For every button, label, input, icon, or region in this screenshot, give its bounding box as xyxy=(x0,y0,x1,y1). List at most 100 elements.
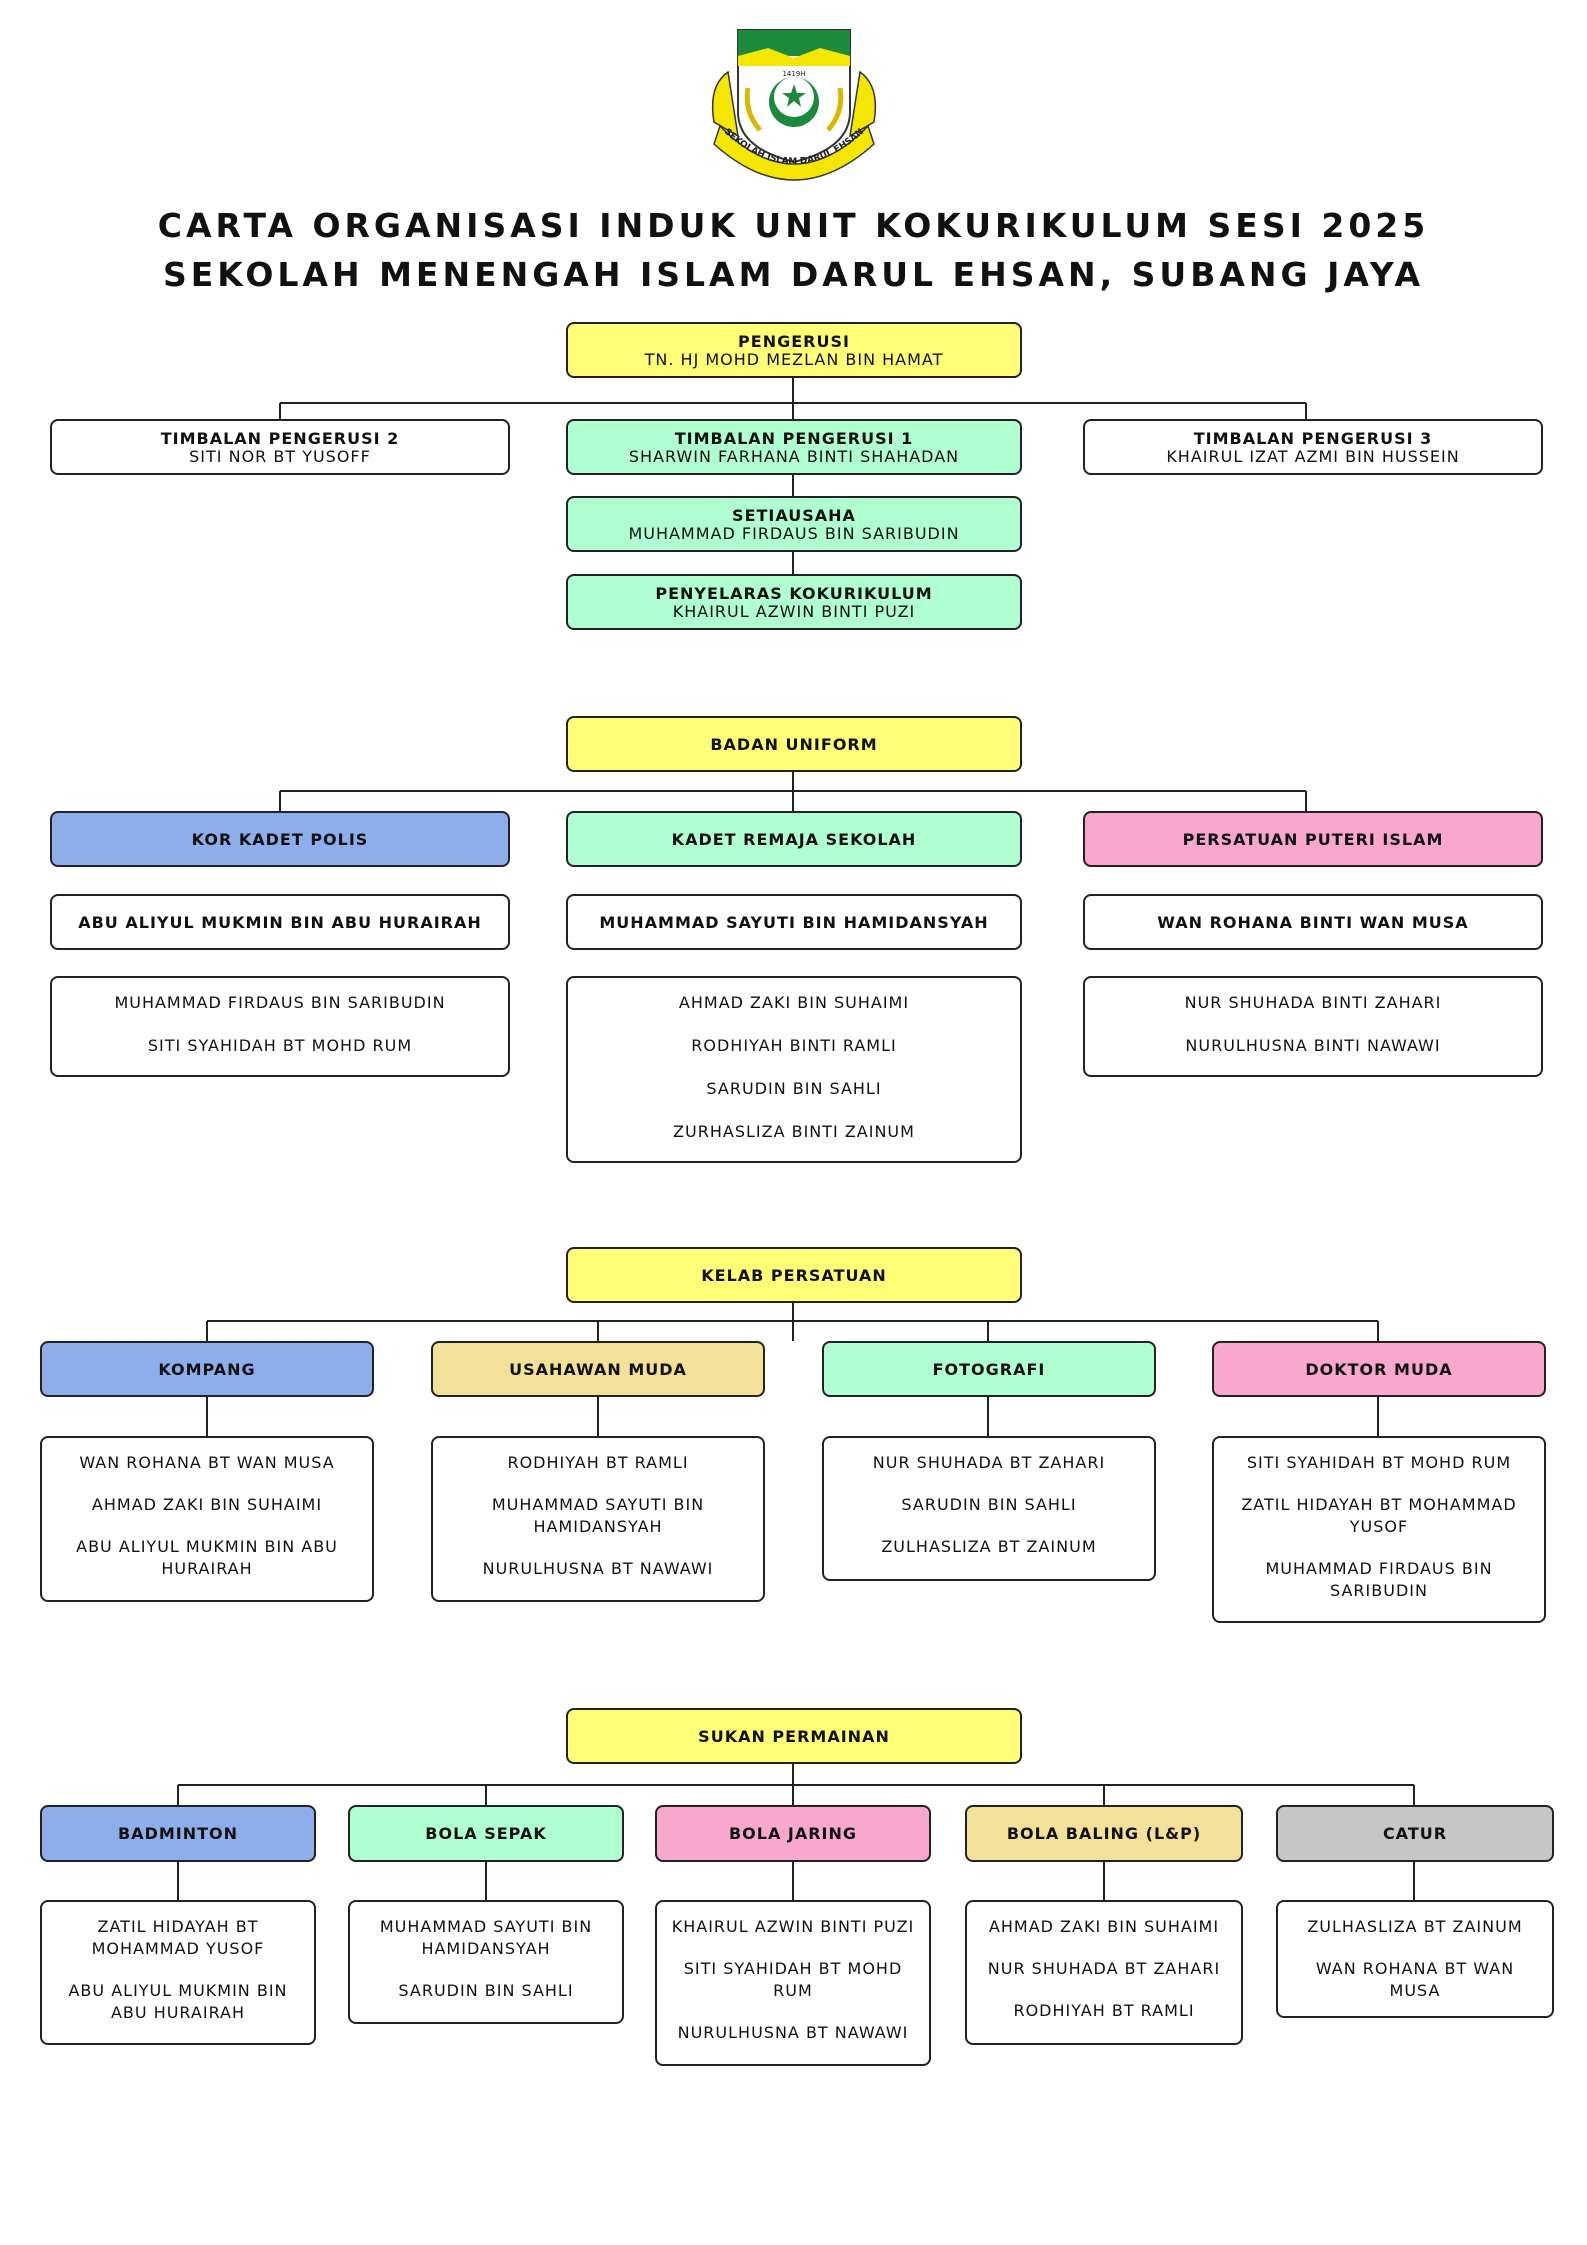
unit-head-name: WAN ROHANA BINTI WAN MUSA xyxy=(1157,912,1469,932)
coordinator-name: KHAIRUL AZWIN BINTI PUZI xyxy=(672,601,916,621)
member-name: MUHAMMAD FIRDAUS BIN SARIBUDIN xyxy=(114,993,446,1012)
sport-members-bola-sepak: MUHAMMAD SAYUTI BIN HAMIDANSYAH SARUDIN … xyxy=(348,1900,624,2024)
member-name: WAN ROHANA BT WAN MUSA xyxy=(1315,1959,1515,2000)
deputy1-name: SHARWIN FARHANA BINTI SHAHADAN xyxy=(628,446,960,466)
unit-name: FOTOGRAFI xyxy=(932,1359,1046,1379)
member-name: RODHIYAH BINTI RAMLI xyxy=(691,1036,897,1055)
sport-unit-bola-baling: BOLA BALING (L&P) xyxy=(965,1805,1243,1862)
unit-name: PERSATUAN PUTERI ISLAM xyxy=(1182,829,1444,849)
club-members-fotografi: NUR SHUHADA BT ZAHARI SARUDIN BIN SAHLI … xyxy=(822,1436,1156,1581)
uniform-head-kor-kadet-polis: ABU ALIYUL MUKMIN BIN ABU HURAIRAH xyxy=(50,894,510,950)
deputy3-box: TIMBALAN PENGERUSI 3 KHAIRUL IZAT AZMI B… xyxy=(1083,419,1543,475)
deputy3-title: TIMBALAN PENGERUSI 3 xyxy=(1193,428,1433,448)
member-name: NURULHUSNA BT NAWAWI xyxy=(482,1559,714,1578)
page-title-line2: SEKOLAH MENENGAH ISLAM DARUL EHSAN, SUBA… xyxy=(162,255,1425,294)
unit-name: USAHAWAN MUDA xyxy=(509,1359,687,1379)
unit-name: BADMINTON xyxy=(117,1824,239,1843)
member-name: WAN ROHANA BT WAN MUSA xyxy=(79,1453,335,1472)
club-unit-doktor-muda: DOKTOR MUDA xyxy=(1212,1341,1546,1397)
member-name: RODHIYAH BT RAMLI xyxy=(507,1453,689,1472)
uniform-members-kadet-remaja: AHMAD ZAKI BIN SUHAIMI RODHIYAH BINTI RA… xyxy=(566,976,1022,1163)
sport-unit-catur: CATUR xyxy=(1276,1805,1554,1862)
unit-name: KADET REMAJA SEKOLAH xyxy=(671,829,917,849)
coordinator-title: PENYELARAS KOKURIKULUM xyxy=(655,583,933,603)
member-name: AHMAD ZAKI BIN SUHAIMI xyxy=(678,993,910,1012)
member-name: NUR SHUHADA BINTI ZAHARI xyxy=(1184,993,1442,1012)
coordinator-box: PENYELARAS KOKURIKULUM KHAIRUL AZWIN BIN… xyxy=(566,574,1022,630)
page-title-line1: CARTA ORGANISASI INDUK UNIT KOKURIKULUM … xyxy=(157,206,1430,245)
member-name: ZULHASLIZA BT ZAINUM xyxy=(1307,1917,1523,1936)
sport-members-bola-jaring: KHAIRUL AZWIN BINTI PUZI SITI SYAHIDAH B… xyxy=(655,1900,931,2066)
member-name: SARUDIN BIN SAHLI xyxy=(901,1495,1077,1514)
unit-head-name: MUHAMMAD SAYUTI BIN HAMIDANSYAH xyxy=(599,912,989,932)
member-name: RODHIYAH BT RAMLI xyxy=(1013,2001,1195,2020)
club-members-kompang: WAN ROHANA BT WAN MUSA AHMAD ZAKI BIN SU… xyxy=(40,1436,374,1602)
member-name: ZULHASLIZA BT ZAINUM xyxy=(881,1537,1097,1556)
sports-section-box: SUKAN PERMAINAN xyxy=(566,1708,1022,1764)
club-unit-kompang: KOMPANG xyxy=(40,1341,374,1397)
chair-title: PENGERUSI xyxy=(738,331,850,351)
uniform-unit-kor-kadet-polis: KOR KADET POLIS xyxy=(50,811,510,867)
member-name: NUR SHUHADA BT ZAHARI xyxy=(987,1959,1221,1978)
sports-section-title: SUKAN PERMAINAN xyxy=(698,1726,890,1746)
member-name: MUHAMMAD SAYUTI BIN HAMIDANSYAH xyxy=(379,1917,593,1958)
uniform-members-puteri-islam: NUR SHUHADA BINTI ZAHARI NURULHUSNA BINT… xyxy=(1083,976,1543,1077)
club-unit-usahawan-muda: USAHAWAN MUDA xyxy=(431,1341,765,1397)
sport-members-catur: ZULHASLIZA BT ZAINUM WAN ROHANA BT WAN M… xyxy=(1276,1900,1554,2018)
uniform-section-box: BADAN UNIFORM xyxy=(566,716,1022,772)
member-name: ABU ALIYUL MUKMIN BIN ABU HURAIRAH xyxy=(76,1537,338,1578)
member-name: NURULHUSNA BT NAWAWI xyxy=(677,2023,909,2042)
member-name: SITI SYAHIDAH BT MOHD RUM xyxy=(1246,1453,1512,1472)
sport-members-bola-baling: AHMAD ZAKI BIN SUHAIMI NUR SHUHADA BT ZA… xyxy=(965,1900,1243,2045)
unit-name: KOR KADET POLIS xyxy=(191,829,369,849)
secretary-name: MUHAMMAD FIRDAUS BIN SARIBUDIN xyxy=(628,523,960,543)
school-crest-logo: 1419H SEKOLAH ISLAM DARUL EHSAN xyxy=(711,29,877,181)
unit-name: KOMPANG xyxy=(158,1359,256,1379)
sport-unit-badminton: BADMINTON xyxy=(40,1805,316,1862)
deputy2-title: TIMBALAN PENGERUSI 2 xyxy=(160,428,400,448)
logo-year: 1419H xyxy=(782,70,805,78)
member-name: AHMAD ZAKI BIN SUHAIMI xyxy=(988,1917,1220,1936)
member-name: AHMAD ZAKI BIN SUHAIMI xyxy=(91,1495,323,1514)
secretary-box: SETIAUSAHA MUHAMMAD FIRDAUS BIN SARIBUDI… xyxy=(566,496,1022,552)
chair-name: TN. HJ MOHD MEZLAN BIN HAMAT xyxy=(644,349,944,369)
unit-name: BOLA SEPAK xyxy=(425,1824,547,1843)
member-name: NURULHUSNA BINTI NAWAWI xyxy=(1185,1036,1441,1055)
club-unit-fotografi: FOTOGRAFI xyxy=(822,1341,1156,1397)
deputy1-title: TIMBALAN PENGERUSI 1 xyxy=(674,428,914,448)
uniform-unit-puteri-islam: PERSATUAN PUTERI ISLAM xyxy=(1083,811,1543,867)
chair-box: PENGERUSI TN. HJ MOHD MEZLAN BIN HAMAT xyxy=(566,322,1022,378)
member-name: MUHAMMAD FIRDAUS BIN SARIBUDIN xyxy=(1265,1559,1493,1600)
member-name: ZATIL HIDAYAH BT MOHAMMAD YUSOF xyxy=(1241,1495,1517,1536)
unit-name: BOLA JARING xyxy=(728,1824,858,1843)
member-name: ZATIL HIDAYAH BT MOHAMMAD YUSOF xyxy=(91,1917,265,1958)
uniform-section-title: BADAN UNIFORM xyxy=(710,734,878,754)
clubs-section-box: KELAB PERSATUAN xyxy=(566,1247,1022,1303)
club-members-usahawan-muda: RODHIYAH BT RAMLI MUHAMMAD SAYUTI BIN HA… xyxy=(431,1436,765,1602)
uniform-head-puteri-islam: WAN ROHANA BINTI WAN MUSA xyxy=(1083,894,1543,950)
clubs-section-title: KELAB PERSATUAN xyxy=(701,1265,887,1285)
unit-head-name: ABU ALIYUL MUKMIN BIN ABU HURAIRAH xyxy=(78,912,482,932)
member-name: KHAIRUL AZWIN BINTI PUZI xyxy=(671,1917,915,1936)
unit-name: BOLA BALING (L&P) xyxy=(1006,1824,1202,1843)
secretary-title: SETIAUSAHA xyxy=(732,505,856,525)
sport-members-badminton: ZATIL HIDAYAH BT MOHAMMAD YUSOF ABU ALIY… xyxy=(40,1900,316,2045)
deputy3-name: KHAIRUL IZAT AZMI BIN HUSSEIN xyxy=(1166,446,1460,466)
member-name: ZURHASLIZA BINTI ZAINUM xyxy=(673,1122,915,1141)
club-members-doktor-muda: SITI SYAHIDAH BT MOHD RUM ZATIL HIDAYAH … xyxy=(1212,1436,1546,1623)
unit-name: DOKTOR MUDA xyxy=(1305,1359,1453,1379)
member-name: ABU ALIYUL MUKMIN BIN ABU HURAIRAH xyxy=(68,1981,288,2022)
member-name: MUHAMMAD SAYUTI BIN HAMIDANSYAH xyxy=(491,1495,705,1536)
sport-unit-bola-sepak: BOLA SEPAK xyxy=(348,1805,624,1862)
deputy1-box: TIMBALAN PENGERUSI 1 SHARWIN FARHANA BIN… xyxy=(566,419,1022,475)
uniform-head-kadet-remaja: MUHAMMAD SAYUTI BIN HAMIDANSYAH xyxy=(566,894,1022,950)
uniform-members-kor-kadet-polis: MUHAMMAD FIRDAUS BIN SARIBUDIN SITI SYAH… xyxy=(50,976,510,1077)
member-name: SITI SYAHIDAH BT MOHD RUM xyxy=(147,1036,413,1055)
uniform-unit-kadet-remaja: KADET REMAJA SEKOLAH xyxy=(566,811,1022,867)
member-name: SARUDIN BIN SAHLI xyxy=(706,1079,882,1098)
member-name: SITI SYAHIDAH BT MOHD RUM xyxy=(683,1959,903,2000)
deputy2-name: SITI NOR BT YUSOFF xyxy=(189,446,371,466)
member-name: NUR SHUHADA BT ZAHARI xyxy=(872,1453,1106,1472)
unit-name: CATUR xyxy=(1382,1824,1448,1843)
